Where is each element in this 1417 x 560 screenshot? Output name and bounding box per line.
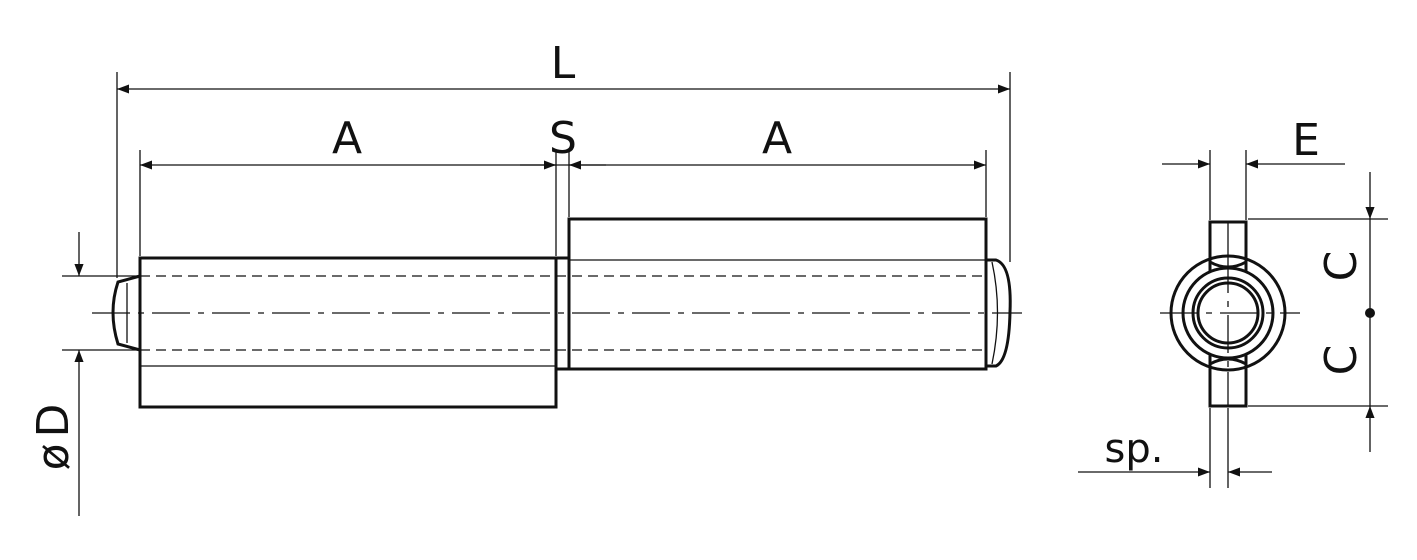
- left-barrel: [138, 256, 558, 409]
- diameter-symbol: ø: [28, 443, 79, 470]
- label-C-bottom-group: C: [1316, 345, 1367, 376]
- side-view: [92, 217, 1022, 409]
- dimension-midpoint-dot: [1365, 308, 1375, 318]
- side-view-dimensions: L A S A øD: [28, 38, 1011, 516]
- label-A-left: A: [332, 113, 362, 164]
- label-S: S: [549, 113, 577, 164]
- end-view-dimensions: E C C sp.: [1078, 115, 1388, 488]
- label-E: E: [1292, 115, 1320, 166]
- diameter-letter: D: [28, 404, 79, 438]
- end-view-weld-bottom: [1209, 357, 1247, 366]
- end-view: [1160, 220, 1300, 408]
- label-L: L: [551, 38, 576, 89]
- label-diameter-D: øD: [28, 404, 79, 471]
- label-C-top-group: C: [1316, 251, 1367, 282]
- right-barrel: [567, 217, 988, 371]
- label-A-right: A: [762, 113, 792, 164]
- diameter-label-group: øD: [28, 404, 79, 471]
- label-sp: sp.: [1105, 426, 1164, 472]
- end-cap: [986, 258, 1012, 368]
- label-C-bottom: C: [1316, 345, 1367, 376]
- label-C-top: C: [1316, 251, 1367, 282]
